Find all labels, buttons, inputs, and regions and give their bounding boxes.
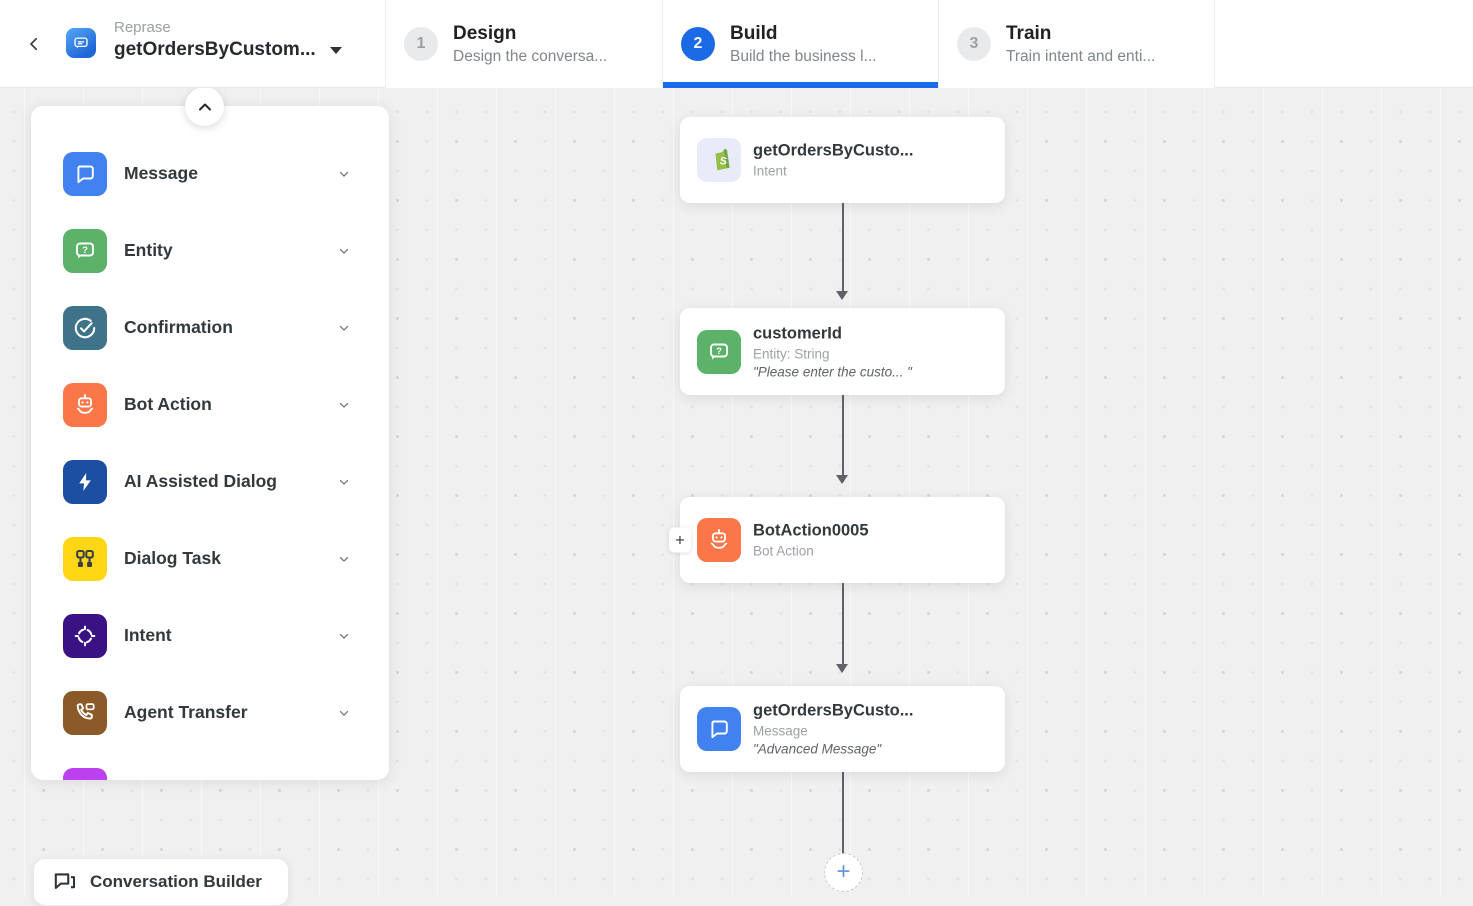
palette-item-confirmation[interactable]: Confirmation [31,289,389,366]
flow-node-bot-action[interactable]: + BotAction0005 Bot Action [669,497,1005,583]
step-number-badge: 1 [404,27,438,61]
palette-item-label: Intent [124,625,172,645]
node-type-label: Intent [753,163,787,179]
svg-text:?: ? [82,245,88,256]
chevron-up-icon [198,103,211,110]
palette-item-label: AI Assisted Dialog [124,471,277,491]
connector-line [841,394,845,482]
palette-item-ai-assisted-dialog[interactable]: AI Assisted Dialog [31,443,389,520]
svg-text:?: ? [716,346,722,357]
palette-item-label: Dialog Task [124,548,221,568]
node-palette-panel: Message ? Entity Confirmation [31,106,389,780]
chevron-down-icon[interactable] [337,398,351,412]
tab-subtitle: Design the conversa... [453,47,608,65]
chevron-down-icon[interactable] [337,321,351,335]
node-title: customerId [753,324,842,342]
chevron-down-icon[interactable] [337,629,351,643]
palette-item-label: Entity [124,240,173,260]
node-prompt-text: "Advanced Message" [753,741,882,757]
connector-arrow-icon [836,664,848,673]
message-icon [63,151,107,196]
node-type-label: Message [753,723,808,739]
back-button[interactable] [20,30,48,58]
palette-item-label: Bot Action [124,394,212,414]
shopify-icon: S [697,138,741,182]
chevron-down-icon[interactable] [337,475,351,489]
connector-arrow-icon [836,291,848,300]
palette-item-dialog-task[interactable]: Dialog Task [31,520,389,597]
connector-arrow-icon [836,475,848,484]
connector-line [841,202,845,297]
bot-action-icon [697,518,741,562]
palette-item-bot-action[interactable]: Bot Action [31,366,389,443]
tab-train[interactable]: 3 Train Train intent and enti... [938,0,1215,88]
step-number-badge: 3 [957,27,991,61]
breadcrumb: Reprase [114,19,171,36]
palette-item-digital-form[interactable]: Digital Form [31,751,389,780]
conversation-builder-button[interactable]: Conversation Builder [33,858,289,906]
connector-line [841,772,845,856]
plus-icon: + [836,857,851,885]
dialog-task-icon [63,536,107,581]
tab-subtitle: Build the business l... [730,47,877,65]
node-title: getOrdersByCusto... [753,141,914,160]
chevron-down-icon[interactable] [337,244,351,258]
ai-assisted-icon [63,459,107,504]
page-title: getOrdersByCustom... [114,39,316,60]
top-header: Reprase getOrdersByCustom... 1 Design De… [0,0,1473,88]
tab-build[interactable]: 2 Build Build the business l... [662,0,938,88]
confirmation-icon [63,305,107,350]
dialog-title-dropdown[interactable]: getOrdersByCustom... [114,39,342,61]
node-title: getOrdersByCusto... [753,701,914,720]
node-type-label: Entity: String [753,346,830,361]
entity-icon: ? [63,228,107,273]
entity-icon: ? [697,329,741,374]
bot-action-icon [63,382,107,427]
node-type-label: Bot Action [753,543,814,559]
flow-node-message[interactable]: getOrdersByCusto... Message "Advanced Me… [680,686,1005,772]
bot-avatar-icon [66,28,96,58]
collapse-panel-button[interactable] [185,87,224,126]
node-prompt-text: "Please enter the custo... " [753,364,912,379]
caret-down-icon [329,46,342,54]
digital-form-icon [63,767,107,780]
palette-item-label: Message [124,163,198,183]
flow-canvas[interactable]: S getOrdersByCusto... Intent ? customerI… [0,87,1473,906]
node-palette-list: Message ? Entity Confirmation [31,135,389,780]
connector-line [841,583,845,671]
palette-item-label: Confirmation [124,317,233,337]
tab-title: Design [453,23,517,45]
chevron-down-icon[interactable] [337,552,351,566]
workflow-steps: 1 Design Design the conversa... 2 Build … [385,0,1215,88]
tab-title: Train [1006,23,1052,45]
conversation-builder-label: Conversation Builder [90,872,262,891]
node-title: BotAction0005 [753,521,869,540]
chevron-down-icon[interactable] [337,167,351,181]
palette-item-message[interactable]: Message [31,135,389,212]
tab-subtitle: Train intent and enti... [1006,47,1156,65]
agent-transfer-icon [63,690,107,735]
conversation-icon [54,873,76,889]
chevron-left-icon [30,37,38,51]
flow-node-intent[interactable]: S getOrdersByCusto... Intent [680,117,1005,203]
chevron-down-icon[interactable] [337,706,351,720]
palette-item-label: Digital Form [124,779,226,780]
svg-text:S: S [720,156,727,168]
step-number-badge: 2 [681,27,715,61]
tab-title: Build [730,23,778,45]
palette-item-label: Agent Transfer [124,702,248,722]
add-branch-button[interactable]: + [669,527,691,553]
palette-item-entity[interactable]: ? Entity [31,212,389,289]
flow-node-entity[interactable]: ? customerId Entity: String "Please ente… [680,308,1005,395]
palette-item-agent-transfer[interactable]: Agent Transfer [31,674,389,751]
add-node-button[interactable]: + [824,853,863,892]
intent-icon [63,613,107,658]
tab-design[interactable]: 1 Design Design the conversa... [385,0,662,88]
message-icon [697,707,741,751]
palette-item-intent[interactable]: Intent [31,597,389,674]
